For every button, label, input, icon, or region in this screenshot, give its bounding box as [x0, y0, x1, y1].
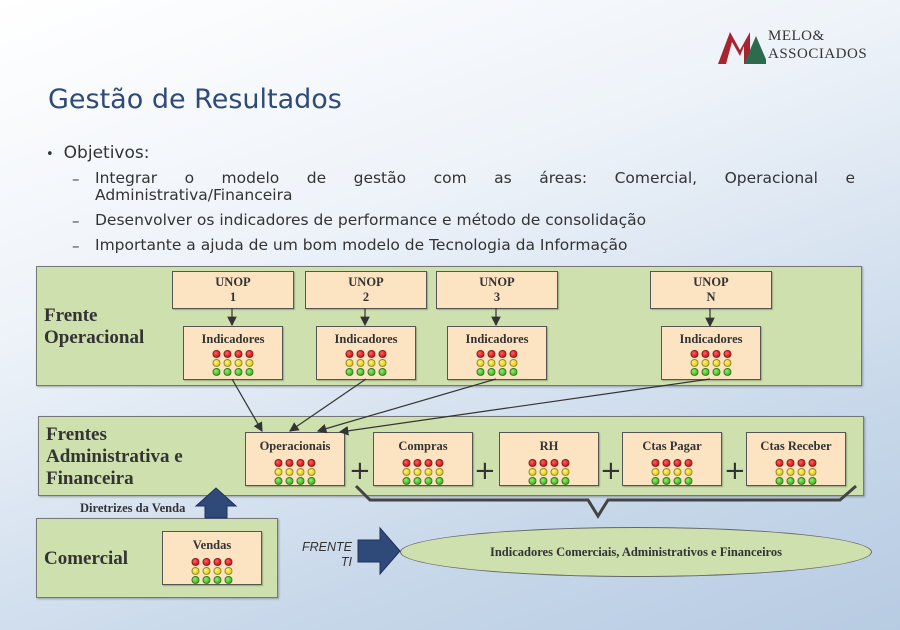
dash-2: –	[72, 212, 80, 230]
rh-box[interactable]: RH	[499, 432, 599, 486]
compras-box[interactable]: Compras	[373, 432, 473, 486]
traffic-light-icon	[274, 458, 316, 485]
traffic-light-icon	[345, 349, 387, 376]
indicadores-box-n[interactable]: Indicadores	[661, 326, 761, 380]
indicadores-box-3[interactable]: Indicadores	[447, 326, 547, 380]
vendas-box[interactable]: Vendas	[162, 531, 262, 585]
frente-ti-l1: FRENTE	[302, 540, 352, 554]
diretrizes-label: Diretrizes da Venda	[80, 501, 186, 515]
melo-logo-icon	[718, 32, 766, 64]
indicadores-label: Indicadores	[201, 332, 265, 346]
frente-operacional-label: Frente Operacional	[44, 305, 144, 349]
ctas-pagar-label: Ctas Pagar	[642, 439, 702, 453]
unop-label: UNOP	[348, 275, 384, 289]
frente-ti-l2: TI	[340, 555, 352, 569]
ctas-receber-box[interactable]: Ctas Receber	[746, 432, 846, 486]
traffic-light-icon	[651, 458, 693, 485]
frente-administrativa-label: Frentes Administrativa e Financeira	[46, 424, 183, 490]
page-title: Gestão de Resultados	[48, 84, 342, 115]
traffic-light-icon	[690, 349, 732, 376]
indicadores-box-1[interactable]: Indicadores	[183, 326, 283, 380]
unop-number: 3	[493, 290, 501, 304]
operacionais-label: Operacionais	[259, 439, 331, 453]
indicadores-label: Indicadores	[334, 332, 398, 346]
traffic-light-icon	[402, 458, 444, 485]
unop-number: 1	[229, 290, 237, 304]
unop-number: N	[706, 290, 716, 304]
plus-sign: +	[600, 456, 622, 486]
indicadores-consolidados-ellipse[interactable]: Indicadores Comerciais, Administrativos …	[400, 527, 872, 577]
traffic-light-icon	[528, 458, 570, 485]
logo-line1: MELO&	[768, 28, 825, 44]
rh-label: RH	[539, 439, 559, 453]
unop-box-3[interactable]: UNOP 3	[436, 271, 558, 309]
compras-label: Compras	[398, 439, 448, 453]
sub-item-1: Integrar o modelo de gestão com as áreas…	[95, 169, 855, 187]
frente-administrativa-label-l1: Frentes	[46, 424, 107, 445]
bullet-objetivos: •Objetivos:	[46, 143, 150, 163]
frente-administrativa-label-l2: Administrativa e	[46, 446, 183, 467]
bullet-label: Objetivos:	[63, 143, 150, 163]
sub-item-2: Desenvolver os indicadores de performanc…	[95, 211, 647, 229]
right-arrow-icon	[357, 526, 401, 576]
frente-administrativa-label-l3: Financeira	[46, 468, 134, 489]
unop-label: UNOP	[693, 275, 729, 289]
unop-label: UNOP	[479, 275, 515, 289]
operacionais-box[interactable]: Operacionais	[245, 432, 345, 486]
plus-sign: +	[724, 456, 746, 486]
sub-item-3: Importante a ajuda de um bom modelo de T…	[95, 236, 628, 254]
unop-number: 2	[362, 290, 370, 304]
dash-3: –	[72, 237, 80, 255]
ctas-receber-label: Ctas Receber	[760, 439, 832, 453]
plus-sign: +	[474, 456, 496, 486]
indicadores-label: Indicadores	[465, 332, 529, 346]
unop-box-n[interactable]: UNOP N	[650, 271, 772, 309]
ctas-pagar-box[interactable]: Ctas Pagar	[622, 432, 722, 486]
traffic-light-icon	[775, 458, 817, 485]
traffic-light-icon	[212, 349, 254, 376]
company-logo: MELO& ASSOCIADOS	[716, 24, 886, 68]
unop-label: UNOP	[215, 275, 251, 289]
indicadores-label: Indicadores	[679, 332, 743, 346]
dash-1: –	[72, 170, 80, 188]
traffic-light-icon	[476, 349, 518, 376]
plus-sign: +	[349, 456, 371, 486]
comercial-label: Comercial	[44, 548, 129, 569]
unop-box-1[interactable]: UNOP 1	[172, 271, 294, 309]
frente-operacional-label-l1: Frente	[44, 305, 98, 326]
frente-ti-label: FRENTE TI	[296, 540, 352, 570]
logo-line2: ASSOCIADOS	[768, 46, 868, 62]
unop-box-2[interactable]: UNOP 2	[305, 271, 427, 309]
vendas-label: Vendas	[192, 538, 232, 552]
indicadores-box-2[interactable]: Indicadores	[316, 326, 416, 380]
frente-operacional-label-l2: Operacional	[44, 327, 145, 348]
sub-item-1-cont: Administrativa/Financeira	[95, 186, 293, 204]
traffic-light-icon	[191, 557, 233, 584]
